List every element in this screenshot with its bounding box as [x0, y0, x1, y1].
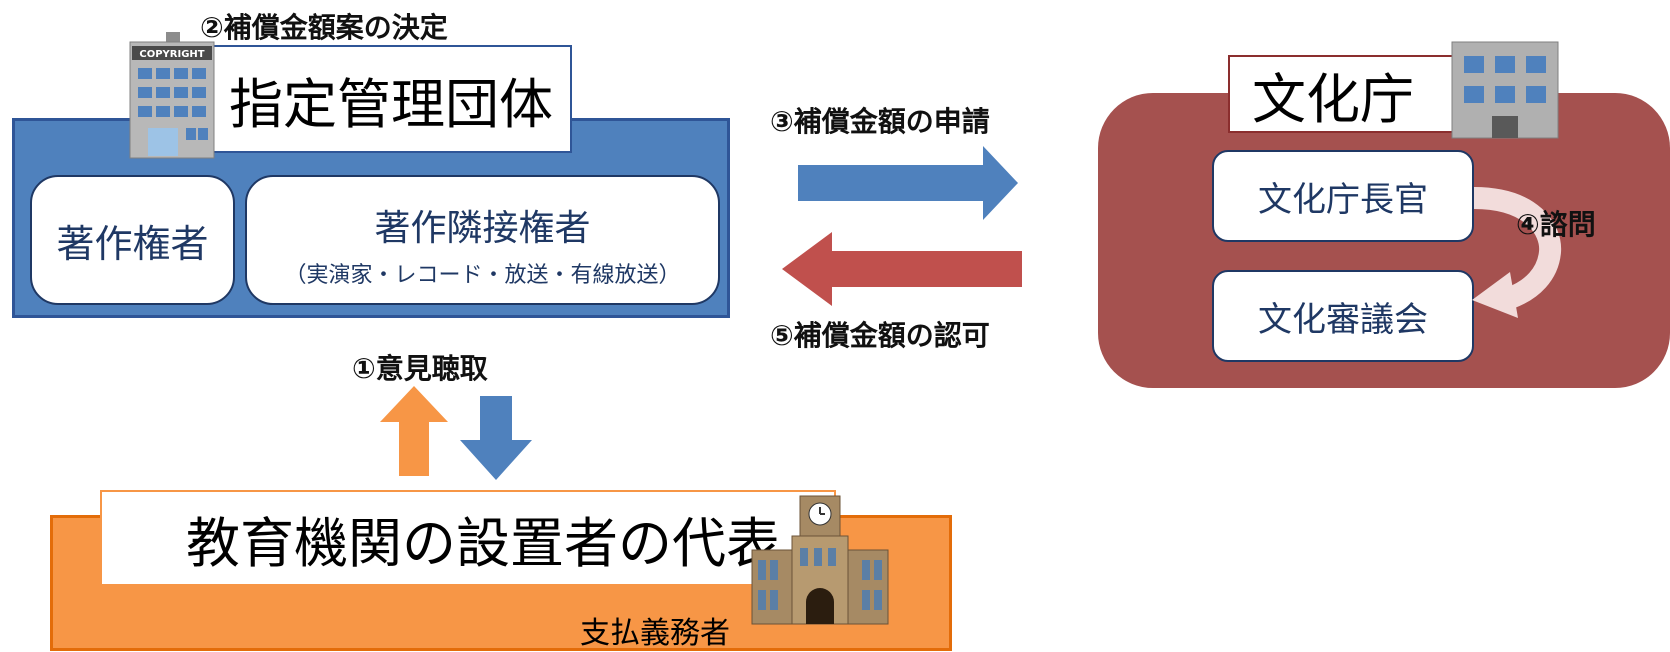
- neighbor-rights-detail: （実演家・レコード・放送・有線放送）: [284, 263, 681, 288]
- step-4-label: ④諮問: [1516, 208, 1596, 241]
- council-box: 文化審議会: [1212, 270, 1474, 362]
- neighbor-rights-box: 著作隣接権者 （実演家・レコード・放送・有線放送）: [245, 175, 720, 305]
- copyright-sign: COPYRIGHT: [139, 49, 204, 60]
- office-building-icon: COPYRIGHT: [129, 32, 215, 159]
- step-1-label: ①意見聴取: [352, 352, 488, 385]
- neighbor-rights-label: 著作隣接権者: [374, 208, 591, 249]
- apply-arrow-right: [798, 146, 1018, 220]
- step-2-label: ②補償金額案の決定: [200, 11, 448, 44]
- organization-title: 指定管理団体: [210, 45, 572, 153]
- author-box: 著作権者: [30, 175, 235, 305]
- payer-label: 支払義務者: [580, 616, 730, 651]
- step-3-label: ③補償金額の申請: [770, 105, 990, 138]
- consult-curved-arrow: [1472, 187, 1562, 318]
- payer-title: 教育機関の設置者の代表: [100, 490, 836, 586]
- university-building-icon: [751, 495, 889, 625]
- agency-title: 文化庁: [1228, 55, 1458, 133]
- opinion-arrow-up: [380, 386, 448, 476]
- step-5-label: ⑤補償金額の認可: [770, 319, 990, 352]
- commissioner-box: 文化庁長官: [1212, 150, 1474, 242]
- hearing-arrow-down: [460, 396, 532, 480]
- approve-arrow-left: [782, 232, 1022, 306]
- government-building-icon: [1451, 41, 1559, 139]
